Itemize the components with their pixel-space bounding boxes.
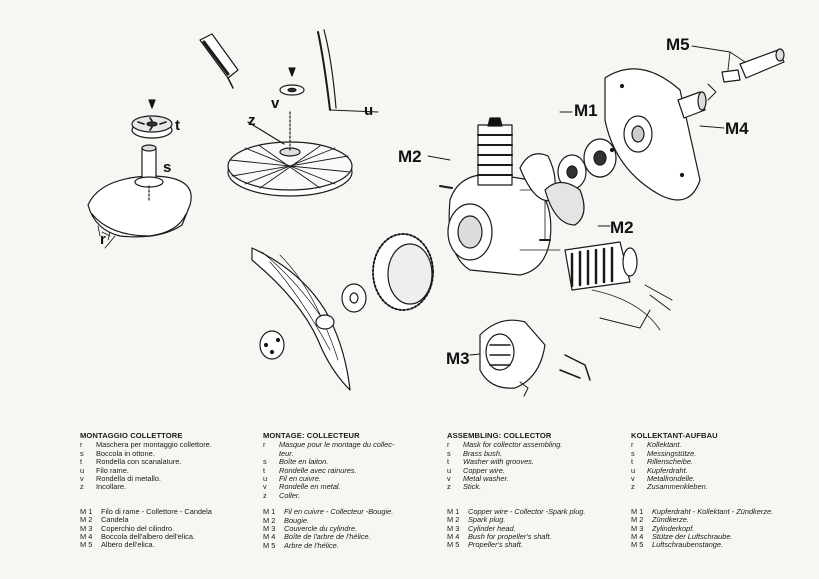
glue-tube-z (199, 33, 239, 89)
callout-u: u (364, 102, 374, 119)
legend-item: teur. (279, 448, 294, 458)
legend-title: KOLLEKTANT-AUFBAU (631, 431, 718, 440)
legend-title: MONTAGGIO COLLETTORE (80, 431, 183, 440)
starter-ring (372, 233, 434, 311)
propeller-shaft-m5 (707, 48, 785, 101)
callout-m2-engine: M2 (398, 147, 422, 166)
engine-block (439, 117, 561, 276)
brass-bush-s (134, 144, 164, 201)
callout-s: s (163, 159, 172, 176)
callout-m4: M4 (725, 119, 749, 138)
cylinder-head-m3 (479, 319, 591, 397)
callout-r: r (100, 231, 106, 248)
backplate (604, 68, 701, 201)
grooved-washer-t (131, 99, 173, 139)
copper-wire-u (317, 29, 379, 113)
collector-wheel (227, 109, 353, 197)
bearing-parts (544, 138, 617, 226)
propeller (251, 247, 351, 391)
exploded-assembly-diagram (87, 29, 785, 397)
callout-m5: M5 (666, 35, 690, 54)
callout-m3: M3 (446, 349, 470, 368)
callout-m2-plug: M2 (610, 218, 634, 237)
collector-mask-r (87, 175, 192, 249)
callout-z: z (248, 112, 256, 129)
metal-washer-v (279, 67, 305, 96)
prop-washer (341, 283, 367, 313)
propeller-shaft-bush (677, 91, 707, 119)
callout-t: t (175, 117, 180, 134)
spinner-cap (259, 330, 285, 360)
callout-m1: M1 (574, 101, 598, 120)
legend-title: MONTAGE: COLLECTEUR (263, 431, 360, 440)
legend-title: ASSEMBLING: COLLECTOR (447, 431, 552, 440)
callout-v: v (271, 95, 280, 112)
spark-plug-coil (564, 241, 673, 331)
